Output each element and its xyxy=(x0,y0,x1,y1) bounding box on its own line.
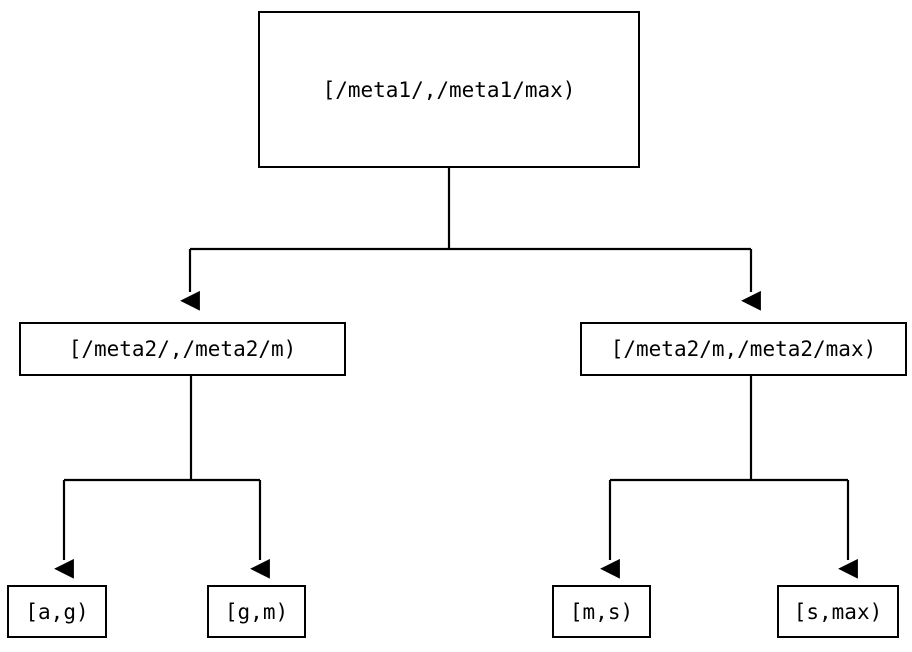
node-leaf-a-g: [a,g) xyxy=(7,585,107,638)
node-leaf-g-m: [g,m) xyxy=(207,585,306,638)
node-leaf-a-g-label: [a,g) xyxy=(25,599,89,624)
node-meta2-lower-label: [/meta2/,/meta2/m) xyxy=(68,337,297,361)
node-meta2-upper-label: [/meta2/m,/meta2/max) xyxy=(610,337,877,361)
node-leaf-g-m-label: [g,m) xyxy=(224,599,289,624)
node-leaf-m-s-label: [m,s) xyxy=(569,599,634,624)
node-meta2-upper: [/meta2/m,/meta2/max) xyxy=(580,322,907,376)
node-meta2-lower: [/meta2/,/meta2/m) xyxy=(19,322,346,376)
node-leaf-s-max-label: [s,max) xyxy=(793,599,883,624)
node-root: [/meta1/,/meta1/max) xyxy=(258,11,640,168)
node-leaf-s-max: [s,max) xyxy=(777,585,899,638)
node-leaf-m-s: [m,s) xyxy=(552,585,651,638)
node-root-label: [/meta1/,/meta1/max) xyxy=(322,77,576,102)
